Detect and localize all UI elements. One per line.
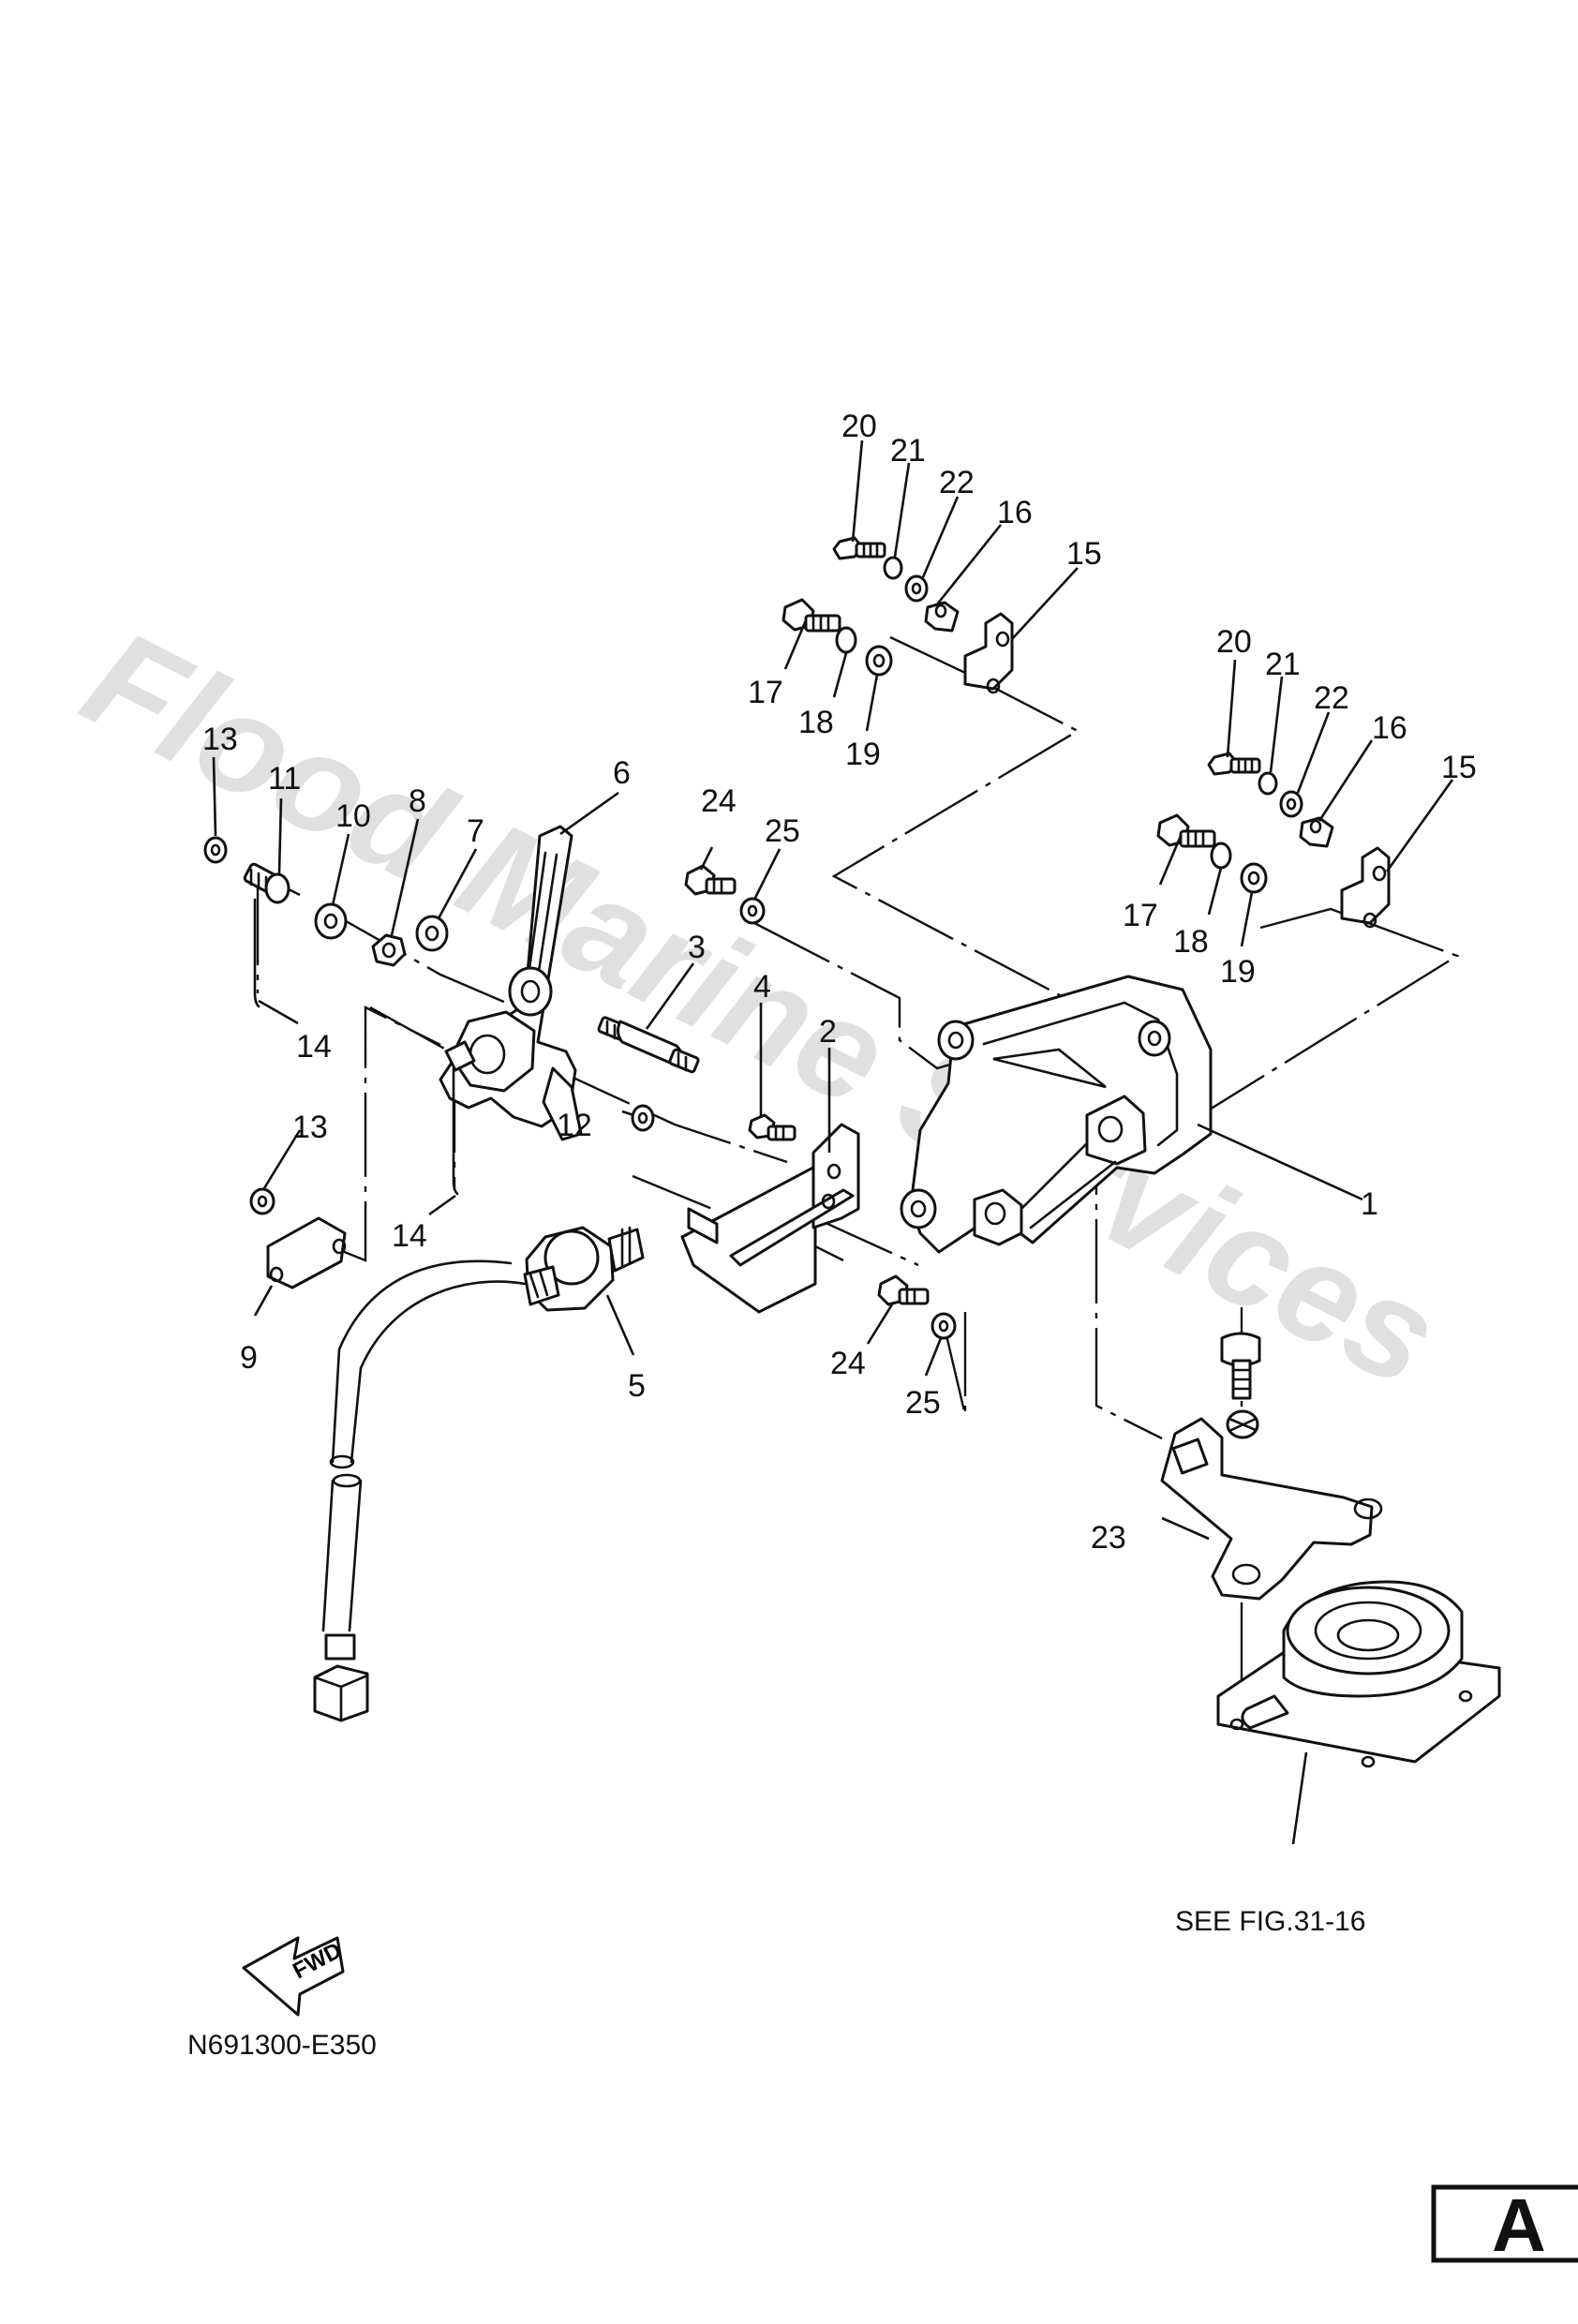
part-number-label: 13 <box>202 722 238 757</box>
bolt-20-right <box>1207 752 1261 776</box>
part-number-label: 13 <box>292 1110 328 1145</box>
part-number-label: 19 <box>845 737 881 772</box>
part-number-label: 5 <box>628 1368 646 1404</box>
bolt-top-23 <box>1220 1332 1261 1439</box>
leader-lines <box>212 439 1454 1845</box>
part-number-label: 8 <box>409 783 426 819</box>
reference-housing <box>1216 1580 1501 1768</box>
washer-12 <box>631 1104 655 1132</box>
part-number-label: 15 <box>1441 750 1477 785</box>
lever-6 <box>439 825 583 1141</box>
part-number-label: 6 <box>613 755 631 791</box>
bolt-20-upper <box>832 536 886 560</box>
washer-19-right <box>1240 862 1268 894</box>
section-letter: A <box>1492 2183 1546 2267</box>
part-number-label: 9 <box>240 1340 258 1376</box>
washer-21-upper <box>883 556 903 580</box>
washer-10 <box>314 902 348 940</box>
bracket-15-right <box>1340 846 1391 925</box>
part-number-label: 19 <box>1220 954 1256 990</box>
part-number-label: 2 <box>819 1014 837 1050</box>
bracket-15-upper <box>963 612 1014 691</box>
washer-13-lower <box>249 1187 275 1215</box>
part-number-label: 7 <box>467 813 484 849</box>
washer-22-right <box>1279 790 1303 818</box>
part-number-label: 10 <box>335 798 371 834</box>
bolt-24-lower <box>877 1274 930 1306</box>
washer-18-upper <box>835 626 857 654</box>
part-number-label: 17 <box>1123 898 1158 933</box>
washer-22-upper <box>904 574 929 603</box>
part-number-labels: 20 21 22 16 15 17 18 19 20 21 22 16 15 1… <box>202 409 1477 1556</box>
part-number-label: 4 <box>753 969 771 1005</box>
bracket-2 <box>680 1123 860 1314</box>
part-number-label: 23 <box>1091 1520 1126 1556</box>
part-number-label: 14 <box>392 1218 427 1254</box>
bolt-17-upper <box>782 598 841 633</box>
part-number-label: 16 <box>997 495 1033 530</box>
washer-19-upper <box>865 645 893 677</box>
clip-14-upper <box>253 898 261 1008</box>
washer-25-lower <box>930 1312 957 1340</box>
section-box: A <box>1431 2183 1578 2267</box>
right-fastener-group <box>1156 752 1391 929</box>
washer-18-right <box>1210 842 1232 870</box>
bolt-17-right <box>1156 813 1216 848</box>
clip-14-lower <box>452 1066 459 1196</box>
part-number-label: 1 <box>1361 1186 1378 1222</box>
fitting-5 <box>523 1226 645 1312</box>
washer-21-right <box>1258 771 1278 796</box>
upper-fastener-group <box>782 536 1014 694</box>
part-number-label: 22 <box>1314 680 1349 716</box>
nut-8 <box>371 933 407 967</box>
part-number-label: 24 <box>830 1346 866 1381</box>
hose <box>313 1259 527 1722</box>
part-number-label: 14 <box>296 1029 332 1065</box>
washer-7 <box>415 915 449 952</box>
part-number-label: 12 <box>557 1108 592 1143</box>
stud <box>444 1040 476 1072</box>
bolt-4 <box>748 1113 796 1141</box>
link-rod-3 <box>597 1016 700 1074</box>
reference-note: SEE FIG.31-16 <box>1175 1906 1365 1937</box>
fwd-arrow-icon: FWD <box>242 1936 346 2017</box>
bolt-24-upper <box>684 864 737 896</box>
part-number-label: 18 <box>1173 924 1209 960</box>
part-number-label: 20 <box>841 409 877 444</box>
part-number-label: 25 <box>905 1385 941 1421</box>
part-number-label: 20 <box>1216 624 1252 660</box>
part-number-label: 18 <box>798 705 834 740</box>
part-number-label: 11 <box>268 761 301 797</box>
part-number-label: 22 <box>939 465 975 500</box>
part-number-label: 16 <box>1372 710 1407 746</box>
part-number-label: 15 <box>1066 536 1102 572</box>
part-number-label: 17 <box>748 675 783 710</box>
part-number-label: 21 <box>890 433 926 469</box>
washer-13-upper <box>203 836 228 864</box>
joint-9 <box>266 1216 347 1289</box>
part-number-label: 21 <box>1265 647 1301 682</box>
left-fastener-group <box>203 836 449 1008</box>
part-number-label: 25 <box>765 813 800 849</box>
bracket-1 <box>900 975 1213 1254</box>
plate-23 <box>1160 1417 1383 1601</box>
washer-25-upper <box>739 897 766 925</box>
part-number-label: 24 <box>701 783 737 819</box>
pin-11 <box>243 862 290 904</box>
part-number-label: 3 <box>688 930 706 965</box>
figure-code: N691300-E350 <box>187 2030 377 2061</box>
